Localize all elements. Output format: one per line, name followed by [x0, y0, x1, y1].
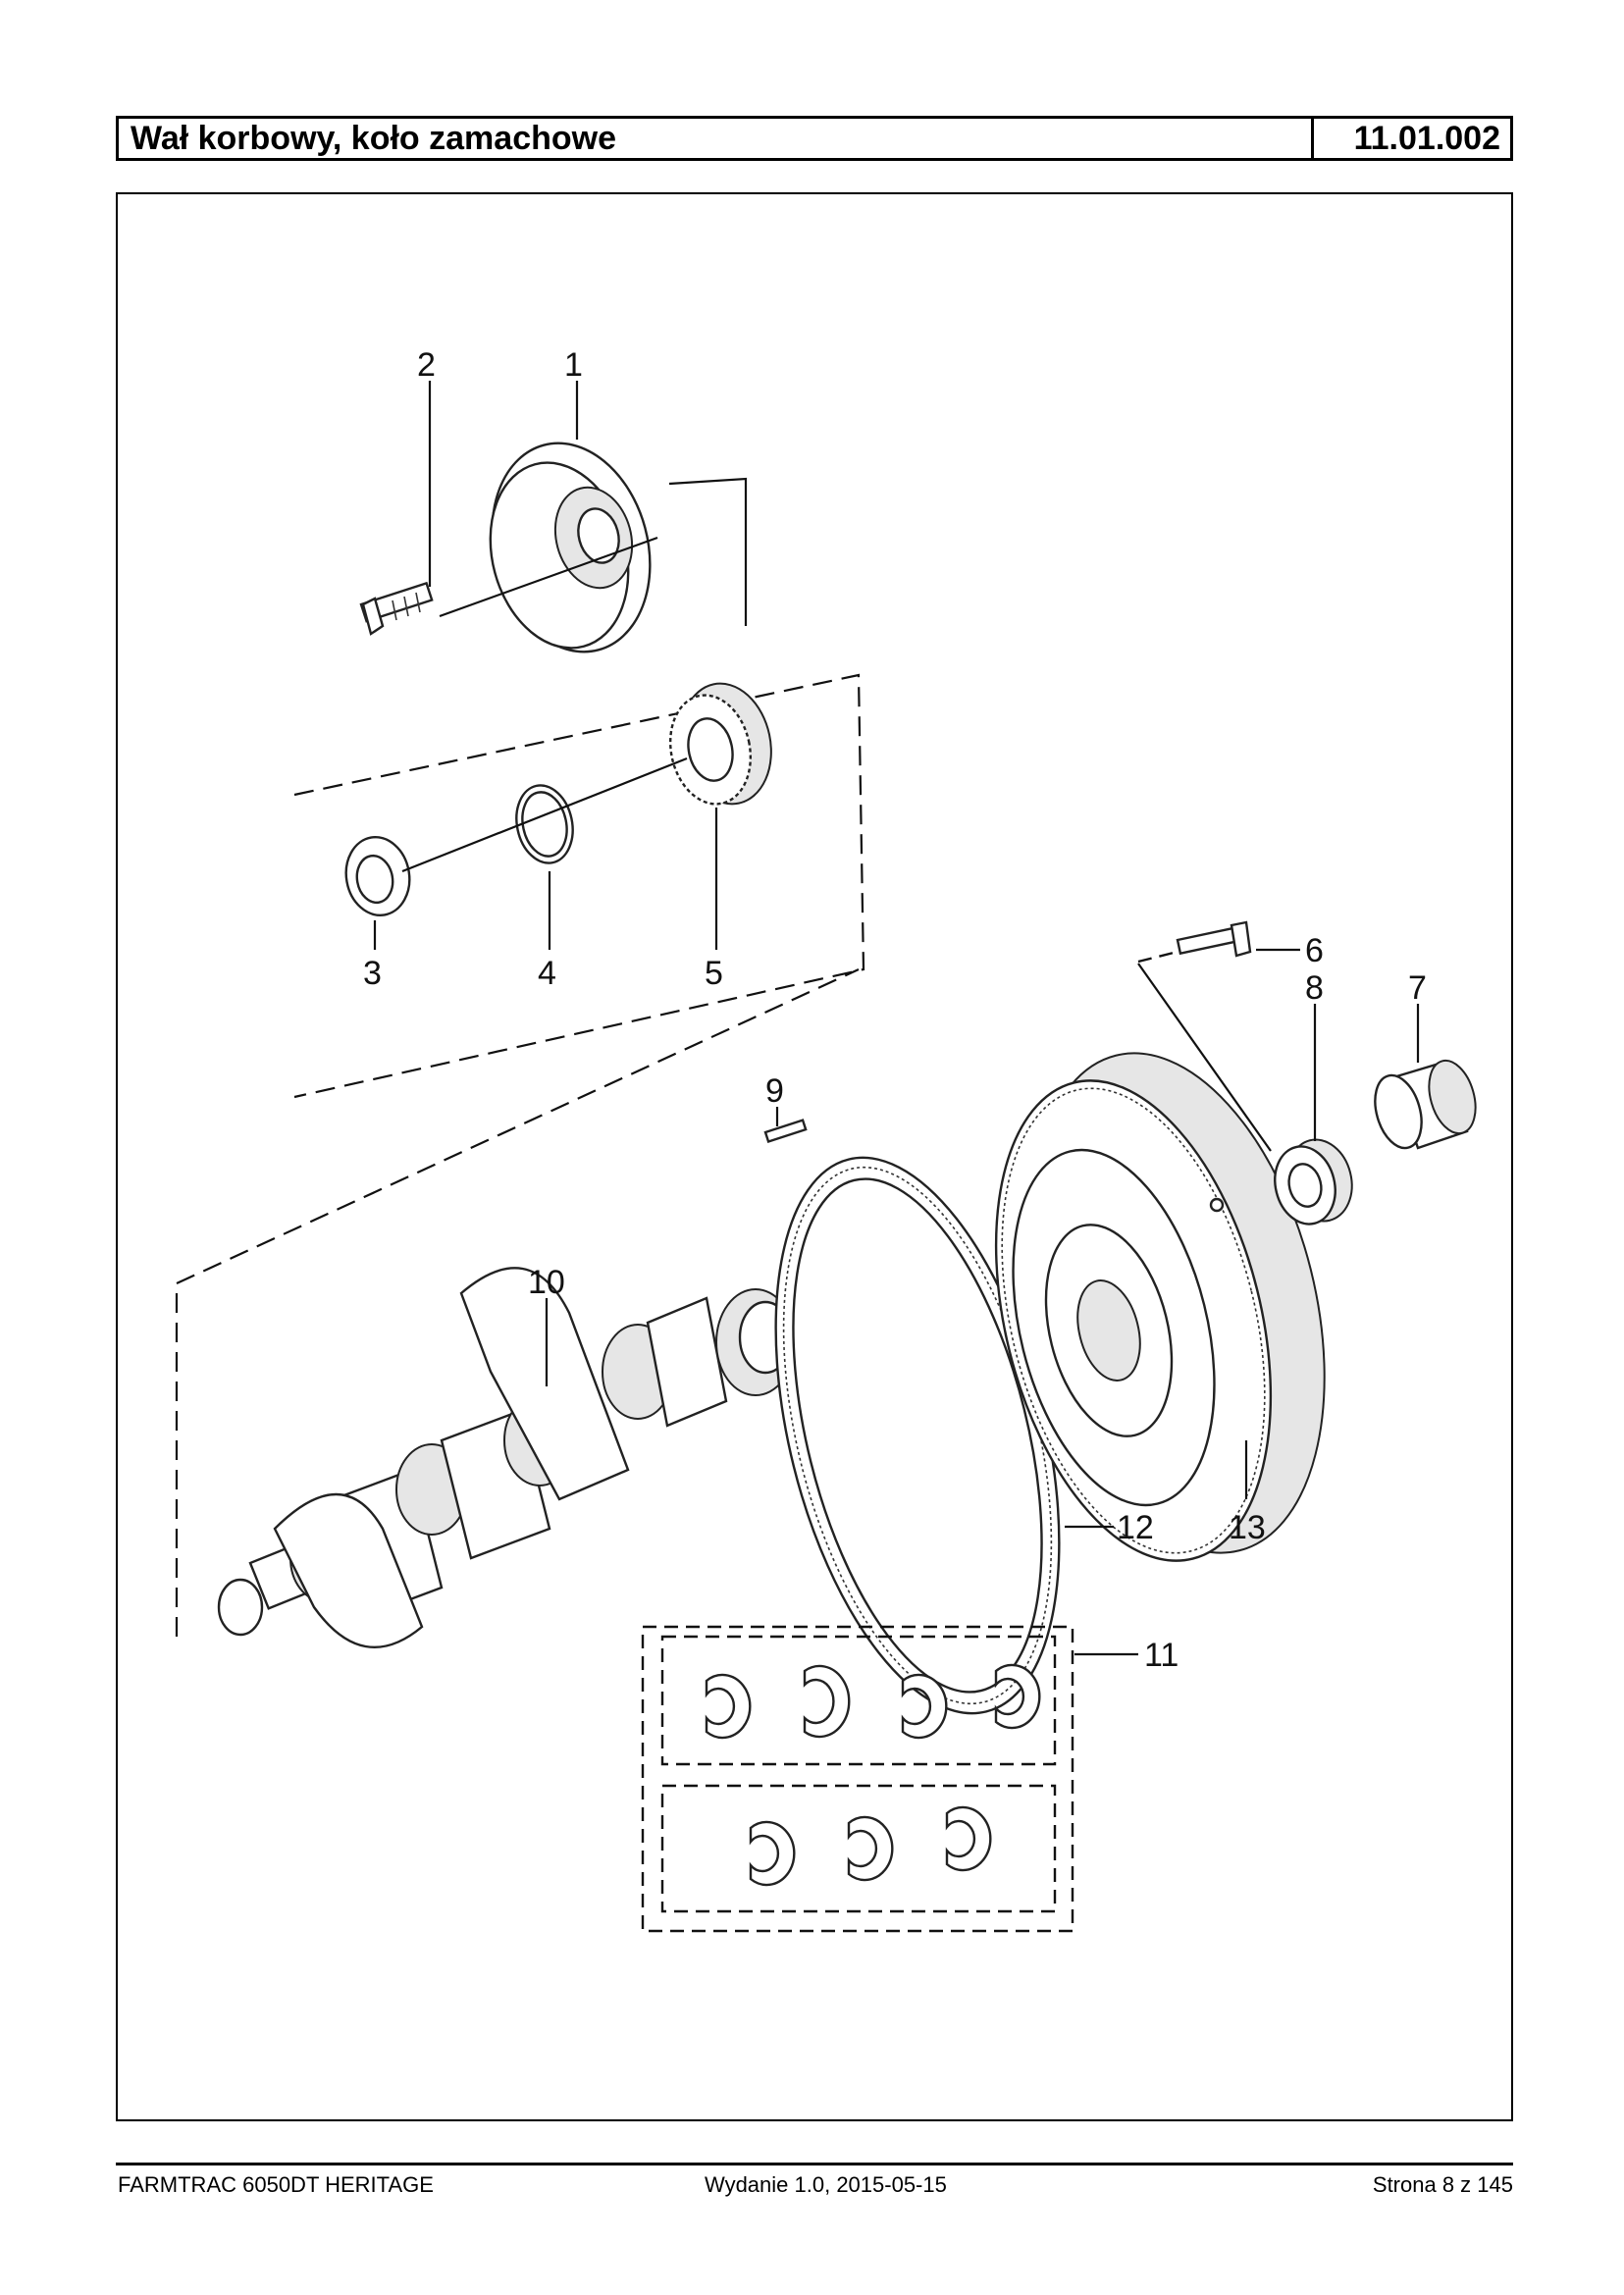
axis-line-6: [1137, 963, 1272, 1152]
part-11-bearing-set: [641, 1625, 1074, 1933]
bearing-shells-rod: [749, 1805, 992, 1887]
callout-10: 10: [528, 1264, 565, 1301]
part-9-pin: [763, 1119, 808, 1144]
diagram-canvas: 1 2 3 4 5 6 7 8 9 10 11 12 13: [175, 346, 1477, 1933]
part-5-gear: [668, 682, 772, 806]
part-7-bushing: [1374, 1059, 1477, 1150]
group-outline-gear: [293, 673, 865, 1099]
callout-11: 11: [1144, 1637, 1179, 1674]
part-2-bolt: [359, 581, 434, 636]
group-outline-pulley: [668, 477, 748, 626]
part-3-ring: [344, 836, 411, 916]
bearing-shells-main: [705, 1663, 1041, 1740]
leader-lines: [373, 381, 1420, 1656]
part-8-bearing: [1274, 1138, 1353, 1226]
footer-edition: Wydanie 1.0, 2015-05-15: [705, 2172, 947, 2197]
part-4-oring: [515, 784, 574, 864]
axis-line-1: [439, 536, 658, 618]
part-12-ring-gear: [774, 1156, 1061, 1715]
part-10-crankshaft: [217, 1267, 796, 1648]
callout-7: 7: [1408, 969, 1427, 1007]
footer-divider: [116, 2163, 1513, 2165]
callout-5: 5: [705, 955, 723, 992]
callout-9: 9: [765, 1072, 784, 1110]
callout-2: 2: [417, 346, 436, 384]
callout-8: 8: [1305, 969, 1324, 1007]
part-6-bolt: [1176, 920, 1252, 958]
part-1-pulley: [489, 442, 652, 653]
section-code: 11.01.002: [1353, 120, 1500, 157]
callout-3: 3: [363, 955, 382, 992]
bolt-axis: [1137, 950, 1179, 964]
callout-13: 13: [1229, 1509, 1266, 1546]
callout-12: 12: [1117, 1509, 1154, 1546]
callout-1: 1: [564, 346, 583, 384]
footer-page-number: Strona 8 z 145: [1372, 2172, 1513, 2197]
callout-4: 4: [538, 955, 556, 992]
page-title: Wał korbowy, koło zamachowe: [119, 119, 1314, 158]
footer-model: FARMTRAC 6050DT HERITAGE: [118, 2172, 434, 2197]
axis-line-2: [401, 756, 688, 873]
exploded-parts-diagram: 1 2 3 4 5 6 7 8 9 10 11 12 13: [116, 192, 1513, 2121]
group-outline-crankshaft: [175, 968, 860, 1637]
page-header: Wał korbowy, koło zamachowe 11.01.002: [116, 116, 1513, 161]
callout-6: 6: [1305, 932, 1324, 969]
part-13-flywheel: [994, 1052, 1326, 1562]
